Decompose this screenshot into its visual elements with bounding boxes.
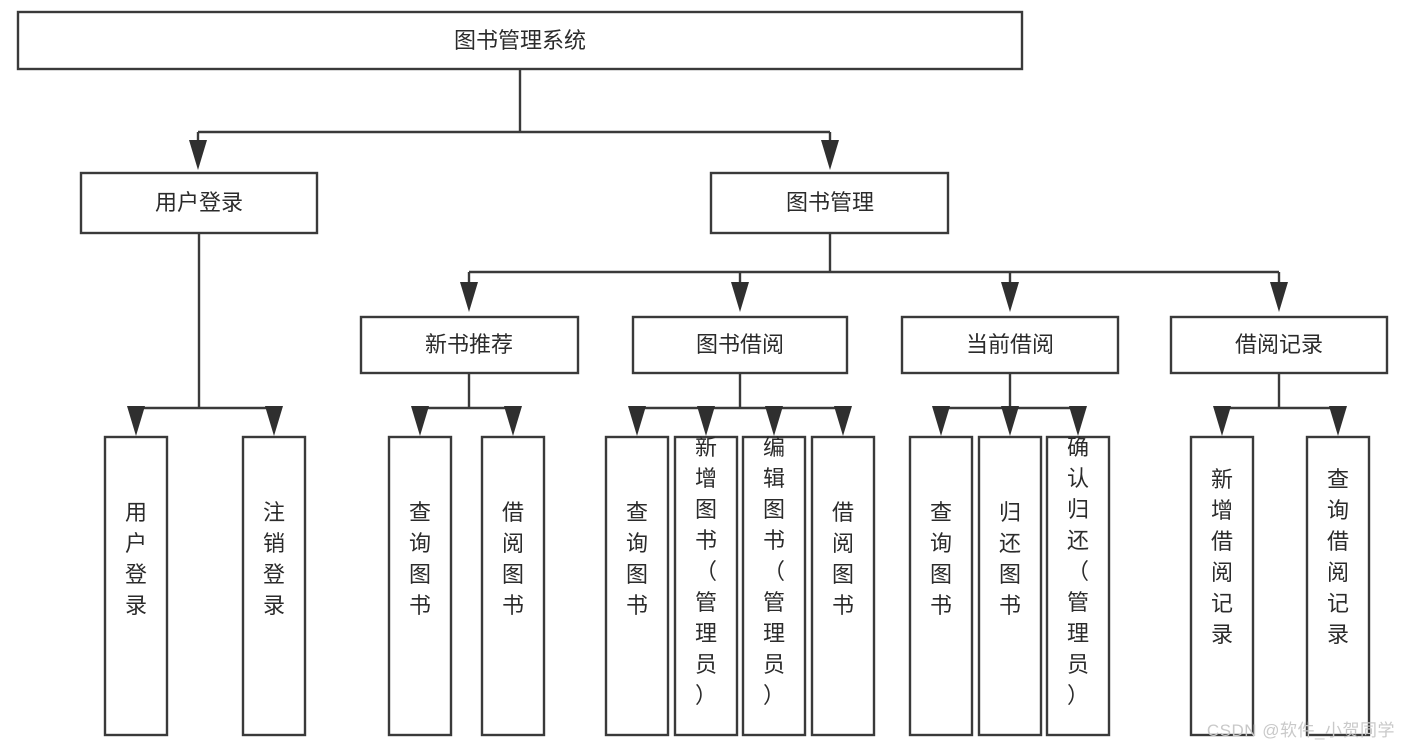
arrowhead-new-book-recommend [460, 282, 478, 312]
arrowhead-leaf-edit-book [765, 406, 783, 436]
arrowhead-leaf-query-book-2 [628, 406, 646, 436]
node-leaf-edit-book[interactable]: 编辑图书（管理员） [743, 435, 805, 735]
node-leaf-add-book-label: 新增图书（管理员） [695, 435, 717, 708]
node-new-book-recommend[interactable]: 新书推荐 [361, 317, 578, 373]
node-leaf-user-logout[interactable]: 注销登录 [243, 437, 305, 735]
node-book-borrow[interactable]: 图书借阅 [633, 317, 847, 373]
arrowhead-book-management [821, 140, 839, 170]
node-leaf-query-book-1[interactable]: 查询图书 [389, 437, 451, 735]
node-book-management[interactable]: 图书管理 [711, 173, 948, 233]
arrowhead-leaf-return-book [1001, 406, 1019, 436]
arrowhead-leaf-user-logout [265, 406, 283, 436]
node-current-borrow-label: 当前借阅 [966, 332, 1054, 357]
arrowhead-leaf-borrow-book-2 [834, 406, 852, 436]
connector-group-new-book-recommend-leaves [411, 373, 522, 436]
connector-group-book-borrow-leaves [628, 373, 852, 436]
arrowhead-leaf-user-login [127, 406, 145, 436]
node-borrow-record-label: 借阅记录 [1235, 332, 1323, 357]
node-leaf-add-book[interactable]: 新增图书（管理员） [675, 435, 737, 735]
node-leaf-edit-book-label: 编辑图书（管理员） [763, 435, 785, 708]
arrowhead-leaf-query-book-3 [932, 406, 950, 436]
node-leaf-query-record[interactable]: 查询借阅记录 [1307, 437, 1369, 735]
arrowhead-borrow-record [1270, 282, 1288, 312]
node-root-label: 图书管理系统 [454, 28, 586, 53]
node-current-borrow[interactable]: 当前借阅 [902, 317, 1118, 373]
node-leaf-user-login[interactable]: 用户登录 [105, 437, 167, 735]
arrowhead-leaf-query-record [1329, 406, 1347, 436]
arrowhead-user-login [189, 140, 207, 170]
csdn-watermark: CSDN @软件_小贺同学 [1207, 716, 1395, 741]
node-new-book-recommend-label: 新书推荐 [425, 332, 513, 357]
node-leaf-return-book[interactable]: 归还图书 [979, 437, 1041, 735]
arrowhead-leaf-query-book-1 [411, 406, 429, 436]
connector-group-current-borrow-leaves [932, 373, 1087, 436]
arrowhead-leaf-add-book [697, 406, 715, 436]
node-leaf-query-book-3[interactable]: 查询图书 [910, 437, 972, 735]
connector-group-borrow-record-leaves [1213, 373, 1347, 436]
node-book-management-label: 图书管理 [786, 190, 874, 215]
connector-group-book-management-to-level3 [460, 233, 1288, 312]
connector-group-root-to-level2 [189, 69, 839, 170]
arrowhead-leaf-borrow-book-1 [504, 406, 522, 436]
connector-group-user-login-leaves [127, 233, 283, 436]
node-book-borrow-label: 图书借阅 [696, 332, 784, 357]
arrowhead-leaf-confirm-return [1069, 406, 1087, 436]
node-leaf-borrow-book-2[interactable]: 借阅图书 [812, 437, 874, 735]
node-user-login[interactable]: 用户登录 [81, 173, 317, 233]
arrowhead-book-borrow [731, 282, 749, 312]
node-user-login-label: 用户登录 [155, 190, 243, 215]
node-leaf-borrow-book-1[interactable]: 借阅图书 [482, 437, 544, 735]
node-borrow-record[interactable]: 借阅记录 [1171, 317, 1387, 373]
node-leaf-query-book-2[interactable]: 查询图书 [606, 437, 668, 735]
node-leaf-add-record[interactable]: 新增借阅记录 [1191, 437, 1253, 735]
arrowhead-leaf-add-record [1213, 406, 1231, 436]
node-root[interactable]: 图书管理系统 [18, 12, 1022, 69]
node-leaf-confirm-return-label: 确认归还（管理员） [1067, 435, 1089, 708]
arrowhead-current-borrow [1001, 282, 1019, 312]
node-leaf-confirm-return[interactable]: 确认归还（管理员） [1047, 435, 1109, 735]
